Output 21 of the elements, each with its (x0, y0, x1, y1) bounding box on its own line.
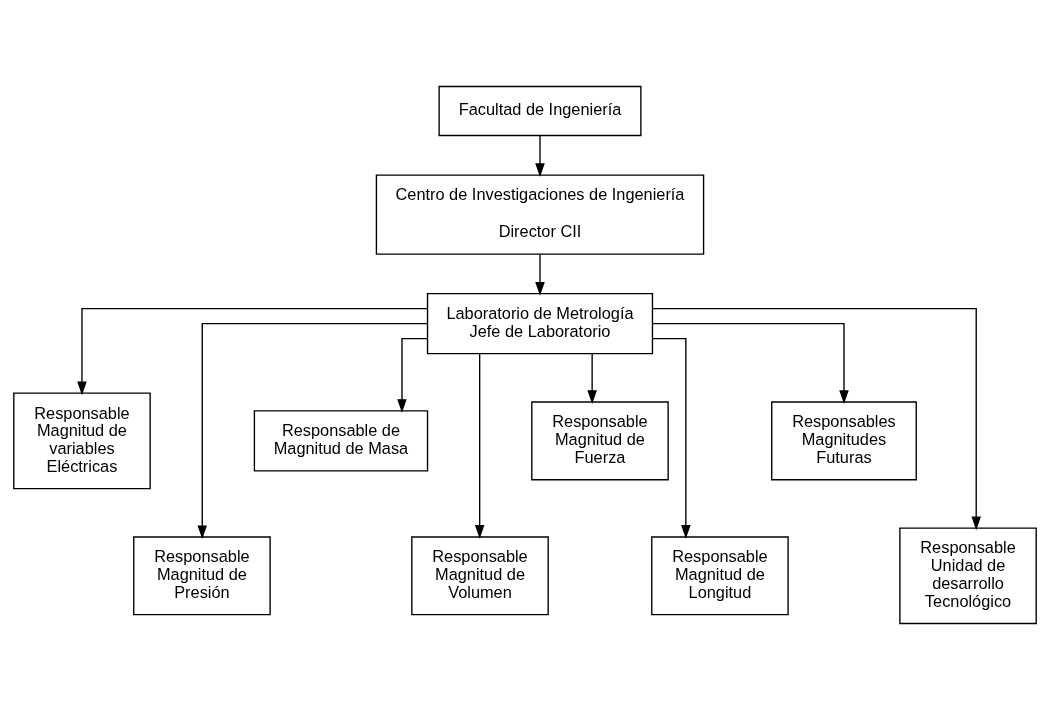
arrow (652, 322, 849, 404)
node-box: Responsable Magnitud de variables Eléctricas (13, 392, 151, 489)
arrow (474, 352, 485, 539)
arrow (587, 352, 597, 404)
node-box: Laboratorio de Metrología Jefe de Laboratorio (426, 292, 654, 354)
node-box: Responsable Magnitud de Volumen (411, 535, 549, 615)
arrow (397, 337, 428, 413)
arrow (652, 307, 981, 530)
node-box: Responsables Magnitudes Futuras (771, 400, 917, 480)
node-box: Responsable Unidad de desarrollo Tecnológico (899, 526, 1037, 624)
node-box: Responsable Magnitud de Presión (133, 535, 271, 615)
node-box: Facultad de Ingeniería (438, 85, 642, 136)
arrow (535, 253, 545, 296)
node-box: Responsable Magnitud de Longitud (651, 535, 789, 615)
node-box: Responsable de Magnitud de Masa (253, 409, 429, 472)
node-box: Responsable Magnitud de Fuerza (531, 400, 669, 480)
node-box: Centro de Investigaciones de Ingeniería Director CII (375, 173, 705, 255)
arrow (652, 337, 691, 539)
arrow (535, 134, 545, 177)
arrow (77, 307, 429, 395)
arrow (197, 322, 428, 539)
